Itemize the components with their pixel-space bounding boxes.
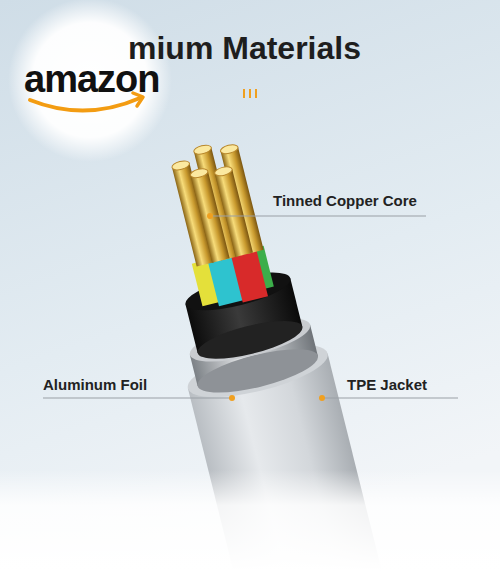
bottom-fade	[0, 470, 500, 571]
logo-glow	[8, 0, 172, 162]
part-label: TPE Jacket	[347, 376, 427, 393]
title-marks	[244, 89, 256, 98]
leader-lines	[43, 213, 458, 401]
logo-wordmark: amazon	[24, 58, 159, 101]
part-label: Aluminum Foil	[43, 376, 147, 393]
part-label: Tinned Copper Core	[273, 192, 417, 209]
title: mium Materials	[128, 30, 361, 67]
